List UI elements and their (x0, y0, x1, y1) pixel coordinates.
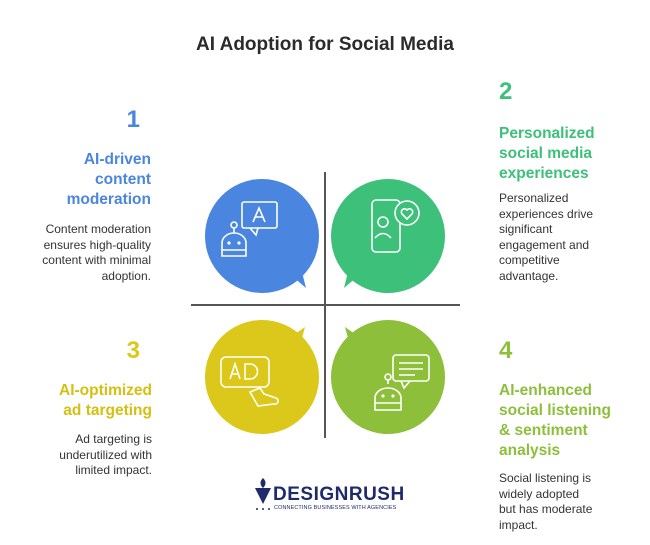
bubble-1 (205, 179, 319, 293)
quadrant-1-number: 1 (126, 106, 140, 133)
quadrant-3-heading: AI-optimized ad targeting (59, 382, 152, 419)
bubble-3 (205, 320, 319, 434)
quadrant-3-number: 3 (126, 337, 140, 364)
designrush-logo-icon (255, 478, 271, 510)
logo-tagline: CONNECTING BUSINESSES WITH AGENCIES (274, 505, 397, 511)
quadrant-3-body: Ad targeting is underutilized with limit… (59, 432, 152, 477)
logo-name: DESIGNRUSH (273, 484, 405, 505)
quadrant-4-body: Social listening is widely adopted but h… (499, 471, 593, 532)
bubble-4 (331, 320, 445, 434)
quadrant-4-number: 4 (499, 337, 513, 364)
quadrant-2-number: 2 (499, 78, 513, 105)
quadrant-4-heading: AI-enhanced social listening & sentiment… (499, 382, 611, 459)
quadrant-1-heading: AI-driven content moderation (66, 151, 151, 208)
quadrant-1-body: Content moderation ensures high-quality … (42, 222, 151, 283)
robot-message-icon (374, 354, 430, 411)
quadrant-2-heading: Personalized social media experiences (499, 125, 595, 182)
robot-chat-icon (221, 201, 278, 257)
quadrant-2-body: Personalized experiences drive significa… (499, 191, 594, 283)
ad-click-icon (220, 356, 279, 407)
page-title: AI Adoption for Social Media (196, 34, 454, 55)
phone-heart-user-icon (371, 199, 420, 253)
